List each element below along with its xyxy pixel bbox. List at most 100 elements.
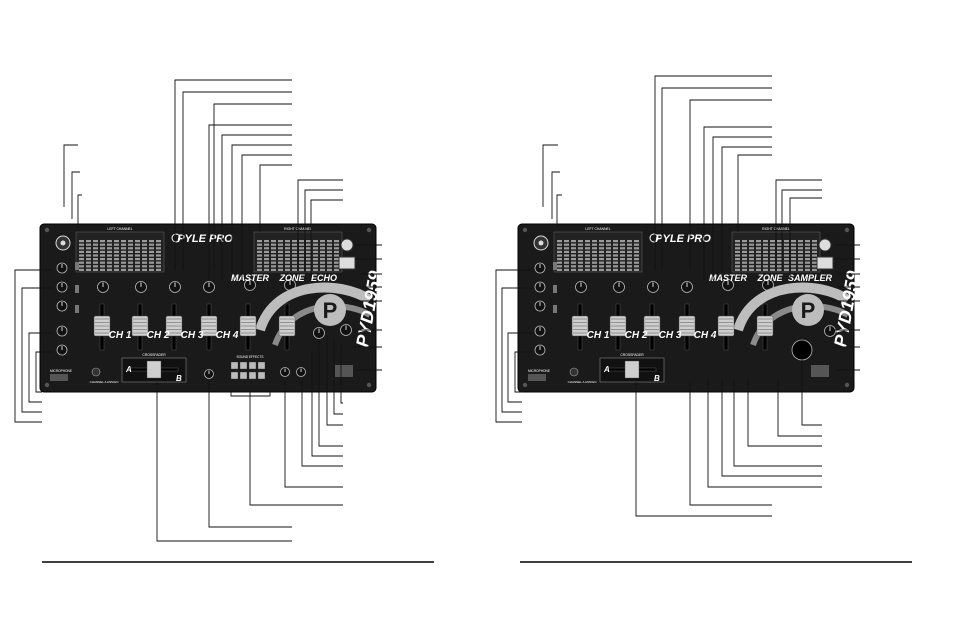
meter-led bbox=[306, 250, 311, 253]
meter-led bbox=[592, 243, 597, 246]
meter-led bbox=[557, 258, 562, 261]
meter-led bbox=[156, 243, 161, 246]
meter-led bbox=[285, 261, 290, 264]
meter-led bbox=[114, 240, 119, 243]
meter-led bbox=[613, 261, 618, 264]
callout-line bbox=[507, 332, 532, 403]
meter-led bbox=[107, 261, 112, 264]
meter-led bbox=[564, 258, 569, 261]
meter-led bbox=[770, 258, 775, 261]
mode-switch bbox=[811, 365, 829, 377]
meter-led bbox=[592, 268, 597, 271]
meter-led bbox=[613, 240, 618, 243]
meter-led bbox=[299, 258, 304, 261]
callout-line bbox=[213, 103, 292, 270]
effect-section-label: SAMPLER bbox=[788, 273, 833, 283]
channel-fader bbox=[200, 303, 218, 351]
master-knob bbox=[722, 279, 734, 291]
meter-led bbox=[142, 254, 147, 257]
channel-fader bbox=[609, 303, 627, 351]
crossfader-cap bbox=[146, 360, 162, 379]
meter-led bbox=[798, 268, 803, 271]
meter-led bbox=[107, 243, 112, 246]
callout-line bbox=[733, 380, 822, 467]
meter-led bbox=[292, 240, 297, 243]
meter-led bbox=[264, 247, 269, 250]
meter-led bbox=[805, 265, 810, 268]
meter-led bbox=[86, 247, 91, 250]
meter-led bbox=[735, 261, 740, 264]
meter-led bbox=[114, 258, 119, 261]
meter-led bbox=[79, 258, 84, 261]
callout-line bbox=[703, 126, 772, 280]
meter-led bbox=[564, 261, 569, 264]
meter-led bbox=[292, 254, 297, 257]
meter-led bbox=[777, 254, 782, 257]
sound-effects-label: SOUND EFFECTS bbox=[237, 355, 264, 359]
channel-label: CH 4 bbox=[216, 330, 239, 341]
meter-led bbox=[334, 247, 339, 250]
meter-led bbox=[742, 258, 747, 261]
meter-led bbox=[749, 247, 754, 250]
meter-led bbox=[571, 243, 576, 246]
meter-led bbox=[86, 250, 91, 253]
meter-led bbox=[784, 240, 789, 243]
meter-led bbox=[271, 254, 276, 257]
meter-led bbox=[86, 258, 91, 261]
meter-led bbox=[557, 268, 562, 271]
callout-line bbox=[635, 382, 772, 517]
meter-led bbox=[606, 254, 611, 257]
meter-led bbox=[264, 261, 269, 264]
meter-led bbox=[271, 240, 276, 243]
meter-led bbox=[777, 268, 782, 271]
meter-led bbox=[100, 243, 105, 246]
meter-led bbox=[86, 261, 91, 264]
meter-led bbox=[749, 261, 754, 264]
meter-led bbox=[564, 268, 569, 271]
meter-led bbox=[285, 247, 290, 250]
callout-line bbox=[71, 171, 80, 219]
meter-led bbox=[292, 268, 297, 271]
meter-led bbox=[578, 268, 583, 271]
meter-led bbox=[599, 254, 604, 257]
callout-line bbox=[311, 350, 343, 457]
meter-led bbox=[763, 254, 768, 257]
channel-assign-caption: CHANNEL A ASSIGN bbox=[90, 380, 119, 384]
meter-led bbox=[599, 265, 604, 268]
callout-line bbox=[77, 194, 82, 228]
meter-led bbox=[327, 247, 332, 250]
meter-led bbox=[742, 265, 747, 268]
meter-led bbox=[334, 243, 339, 246]
meter-led bbox=[149, 243, 154, 246]
small-switch bbox=[553, 285, 557, 293]
meter-led bbox=[777, 247, 782, 250]
meter-led bbox=[756, 265, 761, 268]
meter-led bbox=[756, 258, 761, 261]
meter-led bbox=[812, 261, 817, 264]
meter-led bbox=[606, 240, 611, 243]
meter-led bbox=[777, 258, 782, 261]
channel-fader bbox=[93, 303, 111, 351]
channel-gain-knob bbox=[613, 281, 625, 293]
sampler-pad bbox=[791, 339, 813, 361]
meter-led bbox=[285, 268, 290, 271]
meter-led bbox=[763, 243, 768, 246]
meter-label: LEFT CHANNEL bbox=[107, 227, 132, 231]
meter-led bbox=[585, 261, 590, 264]
meter-led bbox=[320, 258, 325, 261]
meter-led bbox=[634, 261, 639, 264]
input-knob bbox=[56, 325, 68, 337]
meter-led bbox=[156, 258, 161, 261]
callout-line bbox=[230, 390, 271, 397]
meter-led bbox=[634, 254, 639, 257]
meter-led bbox=[114, 243, 119, 246]
meter-led bbox=[585, 258, 590, 261]
callout-line bbox=[241, 154, 292, 288]
channel-assign-caption: CHANNEL A ASSIGN bbox=[568, 380, 597, 384]
echo-knob bbox=[340, 324, 352, 336]
meter-led bbox=[79, 250, 84, 253]
meter-led bbox=[320, 268, 325, 271]
meter-led bbox=[149, 268, 154, 271]
meter-led bbox=[334, 250, 339, 253]
meter-led bbox=[278, 243, 283, 246]
